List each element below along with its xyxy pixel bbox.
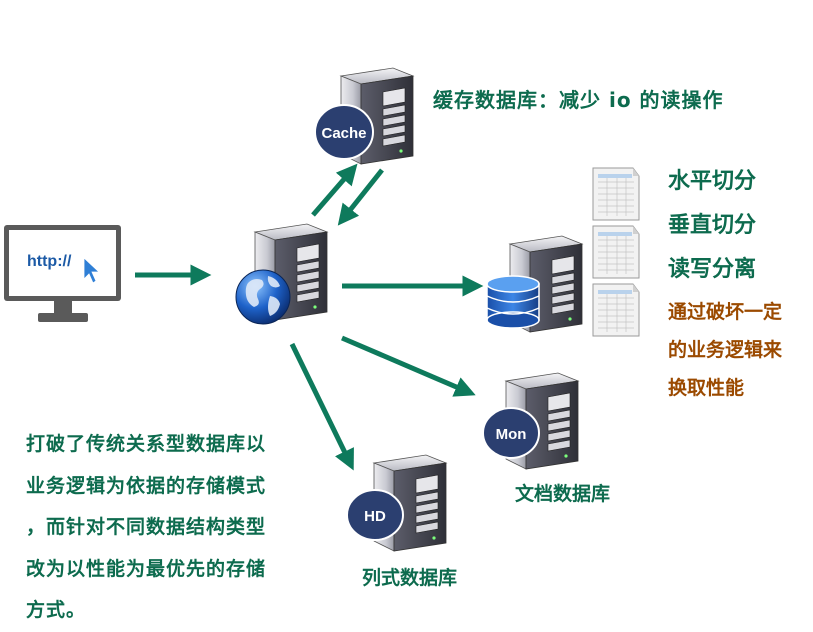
spreadsheet-icon — [592, 167, 640, 221]
document-badge — [482, 407, 540, 459]
monitor-icon — [4, 225, 121, 322]
column-badge-text: HD — [364, 508, 386, 525]
partitioning-item: 读写分离 — [668, 257, 757, 282]
cursor-icon — [83, 257, 101, 284]
globe-icon — [235, 269, 291, 325]
document-caption: 文档数据库 — [515, 483, 611, 505]
partitioning-item: 水平切分 — [668, 169, 757, 194]
partitioning-list: 水平切分 垂直切分 读写分离 — [668, 160, 756, 292]
spreadsheet-icon — [592, 225, 640, 279]
column-caption: 列式数据库 — [362, 567, 458, 589]
cache-caption: 缓存数据库：减少 io 的读操作 — [433, 88, 724, 112]
spreadsheet-icon — [592, 283, 640, 337]
cache-badge — [314, 104, 374, 160]
arrow-web-to-cache — [311, 163, 358, 217]
tradeoff-note-line: 换取性能 — [668, 377, 745, 399]
summary-line: ，而针对不同数据结构类型 — [26, 516, 267, 538]
tradeoff-note: 通过破坏一定 的业务逻辑来 换取性能 — [668, 293, 782, 407]
summary-line: 方式。 — [26, 599, 87, 621]
tradeoff-note-line: 的业务逻辑来 — [668, 339, 783, 361]
arrow-web-to-document — [341, 335, 476, 397]
column-badge — [346, 489, 404, 541]
summary-text: 打破了传统关系型数据库以 业务逻辑为依据的存储模式 ，而针对不同数据结构类型 改… — [26, 424, 298, 632]
tradeoff-note-line: 通过破坏一定 — [668, 301, 783, 323]
summary-line: 业务逻辑为依据的存储模式 — [26, 474, 267, 497]
url-text: http:// — [27, 253, 72, 270]
database-icon — [486, 275, 540, 329]
document-badge-text: Mon — [496, 426, 527, 443]
flow-arrows — [135, 163, 484, 471]
summary-line: 改为以性能为最优先的存储 — [26, 557, 267, 580]
arrow-cache-to-web — [337, 168, 384, 226]
arrow-web-to-column — [289, 342, 354, 471]
cache-badge-text: Cache — [321, 125, 366, 142]
architecture-diagram: http:// Cache Mon — [4, 67, 640, 552]
summary-line: 打破了传统关系型数据库以 — [26, 433, 267, 455]
partitioning-item: 垂直切分 — [668, 213, 757, 238]
